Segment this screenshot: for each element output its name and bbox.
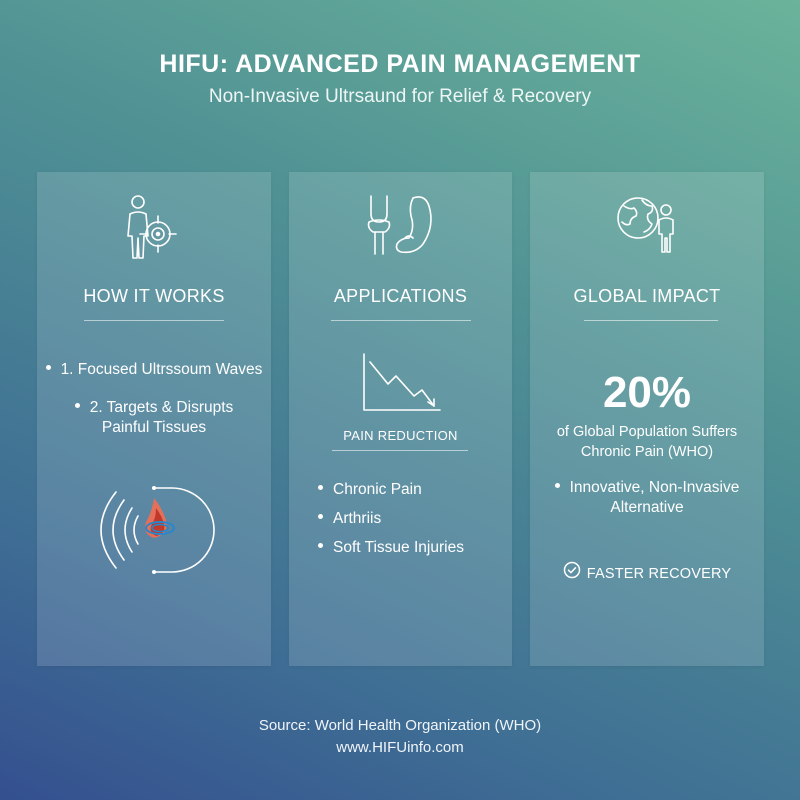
stat-value: 20% <box>602 368 692 417</box>
card-global-impact: GLOBAL IMPACT <box>530 172 764 666</box>
list-item: Arthriis <box>318 509 518 529</box>
globe-person-icon <box>530 192 764 256</box>
bullet-dot <box>74 403 80 409</box>
downward-trend-chart-icon <box>358 350 442 419</box>
list-item-continued: Painful Tissues <box>101 419 207 436</box>
how-it-works-list: 1. Focused Ultrssoum Waves 2. Targets & … <box>40 360 268 438</box>
card-heading: HOW IT WORKS <box>83 286 225 306</box>
bullet-dot <box>45 365 51 371</box>
applications-list: Chronic Pain Arthriis Soft Tissue Injuri… <box>318 480 518 558</box>
knee-joint-muscle-icon <box>289 192 512 258</box>
card-divider <box>584 320 718 321</box>
card-heading: APPLICATIONS <box>333 286 468 306</box>
bullet-dot <box>318 543 323 549</box>
card-divider <box>331 320 471 321</box>
list-item: Chronic Pain <box>318 480 518 500</box>
list-item: 1. Focused Ultrssoum Waves <box>40 360 268 380</box>
badge-label: FASTER RECOVERY <box>586 565 732 582</box>
person-target-icon <box>37 192 271 262</box>
list-item: Innovative, Non-Invasive <box>530 478 764 498</box>
card-divider <box>84 320 224 321</box>
bullet-dot <box>554 483 560 489</box>
stat-caption-line: Chronic Pain (WHO) <box>580 444 714 460</box>
page-subtitle: Non-Invasive Ultrsaund for Relief & Reco… <box>208 86 592 107</box>
list-item-continued: Alternative <box>610 499 684 516</box>
global-impact-list: Innovative, Non-Invasive Alternative <box>530 478 764 518</box>
check-circle-icon <box>563 561 581 583</box>
list-item: Soft Tissue Injuries <box>318 538 518 558</box>
card-heading: GLOBAL IMPACT <box>573 286 721 306</box>
card-applications: APPLICATIONS <box>289 172 512 666</box>
list-item: 2. Targets & Disrupts <box>40 398 268 418</box>
page-title: HIFU: ADVANCED PAIN MANAGEMENT <box>159 50 641 78</box>
card-how-it-works: HOW IT WORKS <box>37 172 271 666</box>
chart-label: PAIN REDUCTION <box>343 428 458 443</box>
footer-source: Source: World Health Organization (WHO) <box>258 717 542 734</box>
stat-caption-line: of Global Population Suffers <box>556 424 738 440</box>
bullet-dot <box>318 514 323 520</box>
footer-url: www.HIFUinfo.com <box>336 739 464 756</box>
stat-caption: of Global Population Suffers Chronic Pai… <box>530 422 764 462</box>
ultrasound-waves-heat-icon <box>88 480 218 585</box>
chart-label-divider <box>332 450 468 451</box>
status-badge: FASTER RECOVERY <box>530 561 764 585</box>
bullet-dot <box>318 485 323 491</box>
